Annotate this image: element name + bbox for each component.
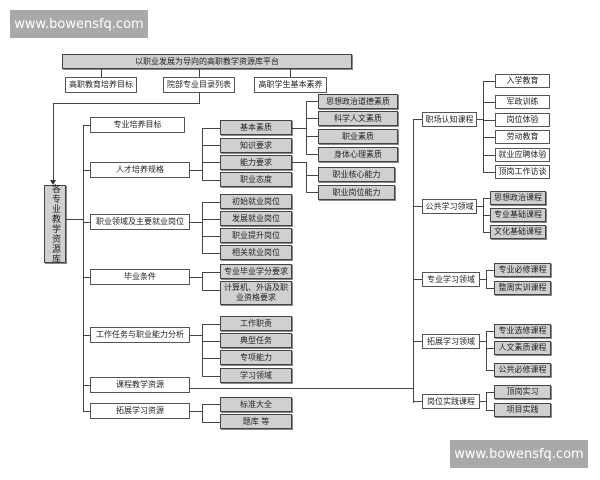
position-promotion: 职业提升岗位 [220, 228, 292, 243]
ability-position: 职业岗位能力 [318, 185, 395, 200]
course-humanities: 人文素质课程 [494, 341, 551, 355]
extended-question-bank: 题库 等 [220, 414, 292, 429]
course-position-experience: 岗位体验 [495, 113, 550, 127]
position-related: 相关就业岗位 [220, 245, 292, 260]
spec-knowledge: 知识要求 [220, 138, 292, 153]
node-graduation: 毕业条件 [90, 269, 190, 285]
watermark-bottom: www.bowensfq.com [450, 440, 588, 468]
spec-attitude: 职业态度 [220, 172, 292, 187]
course-enrollment: 入学教育 [495, 74, 550, 88]
node-talent-spec: 人才培养规格 [90, 162, 190, 178]
quality-professional: 职业素质 [318, 129, 398, 144]
area-extended-learning: 拓展学习领域 [422, 334, 480, 349]
task-learning-area: 学习领域 [220, 368, 292, 383]
quality-political: 思想政治道德素质 [318, 94, 398, 109]
spec-basic-quality: 基本素质 [220, 120, 292, 135]
node-career-positions: 职业领域及主要就业岗位 [90, 214, 190, 230]
node-task-analysis: 工作任务与职业能力分析 [90, 327, 190, 343]
quality-physical-mental: 身体心理素质 [318, 147, 398, 162]
input-education-goal: 高职教育培养目标 [65, 77, 137, 93]
watermark-top: www.bowensfq.com [10, 10, 148, 38]
course-military: 军政训练 [495, 95, 550, 109]
input-major-catalog: 院部专业目录列表 [163, 77, 235, 93]
course-labor: 劳动教育 [495, 130, 550, 144]
node-extended-resources: 拓展学习资源 [90, 403, 190, 419]
course-major-elective: 专业选修课程 [494, 324, 551, 338]
course-political: 思想政治课程 [490, 191, 546, 205]
course-major-foundation: 专业基础课程 [490, 208, 546, 222]
spec-ability: 能力要求 [220, 155, 292, 170]
graduation-credits: 专业毕业学分要求 [220, 264, 292, 279]
input-student-quality: 高职学生基本素养 [254, 77, 327, 93]
ability-core: 职业核心能力 [318, 167, 395, 182]
arrow-down-icon [50, 180, 56, 185]
resource-library: 各专业教学资源库 [44, 184, 66, 264]
area-workplace-cognition: 职场认知课程 [422, 112, 477, 127]
area-major-learning: 专业学习领域 [422, 272, 480, 287]
task-typical: 典型任务 [220, 333, 292, 348]
position-initial: 初始就业岗位 [220, 194, 292, 209]
quality-humanities: 科学人文素质 [318, 111, 398, 126]
course-internship: 顶岗实习 [494, 385, 551, 399]
node-course-resources: 课程教学资源 [90, 377, 190, 393]
area-position-practice: 岗位实践课程 [422, 394, 480, 409]
platform-title: 以职业发展为导向的高职教学资源库平台 [62, 54, 352, 69]
course-weekly-training: 整周实训课程 [494, 281, 551, 295]
task-duties: 工作职责 [220, 316, 292, 331]
node-major-goal: 专业培养目标 [90, 117, 185, 133]
course-job-visit: 顶岗工作访谈 [495, 165, 550, 179]
course-job-interview: 就业应聘体验 [495, 148, 550, 162]
extended-standards: 标准大全 [220, 397, 292, 412]
course-culture-foundation: 文化基础课程 [490, 225, 546, 239]
position-development: 发展就业岗位 [220, 211, 292, 226]
course-major-required: 专业必修课程 [494, 263, 551, 277]
area-public-learning: 公共学习领域 [422, 199, 477, 214]
graduation-certificates: 计算机、外语及职业资格要求 [220, 281, 292, 305]
task-special-ability: 专项能力 [220, 350, 292, 365]
course-public-required: 公共必修课程 [494, 363, 551, 377]
course-project-practice: 项目实践 [494, 403, 551, 417]
